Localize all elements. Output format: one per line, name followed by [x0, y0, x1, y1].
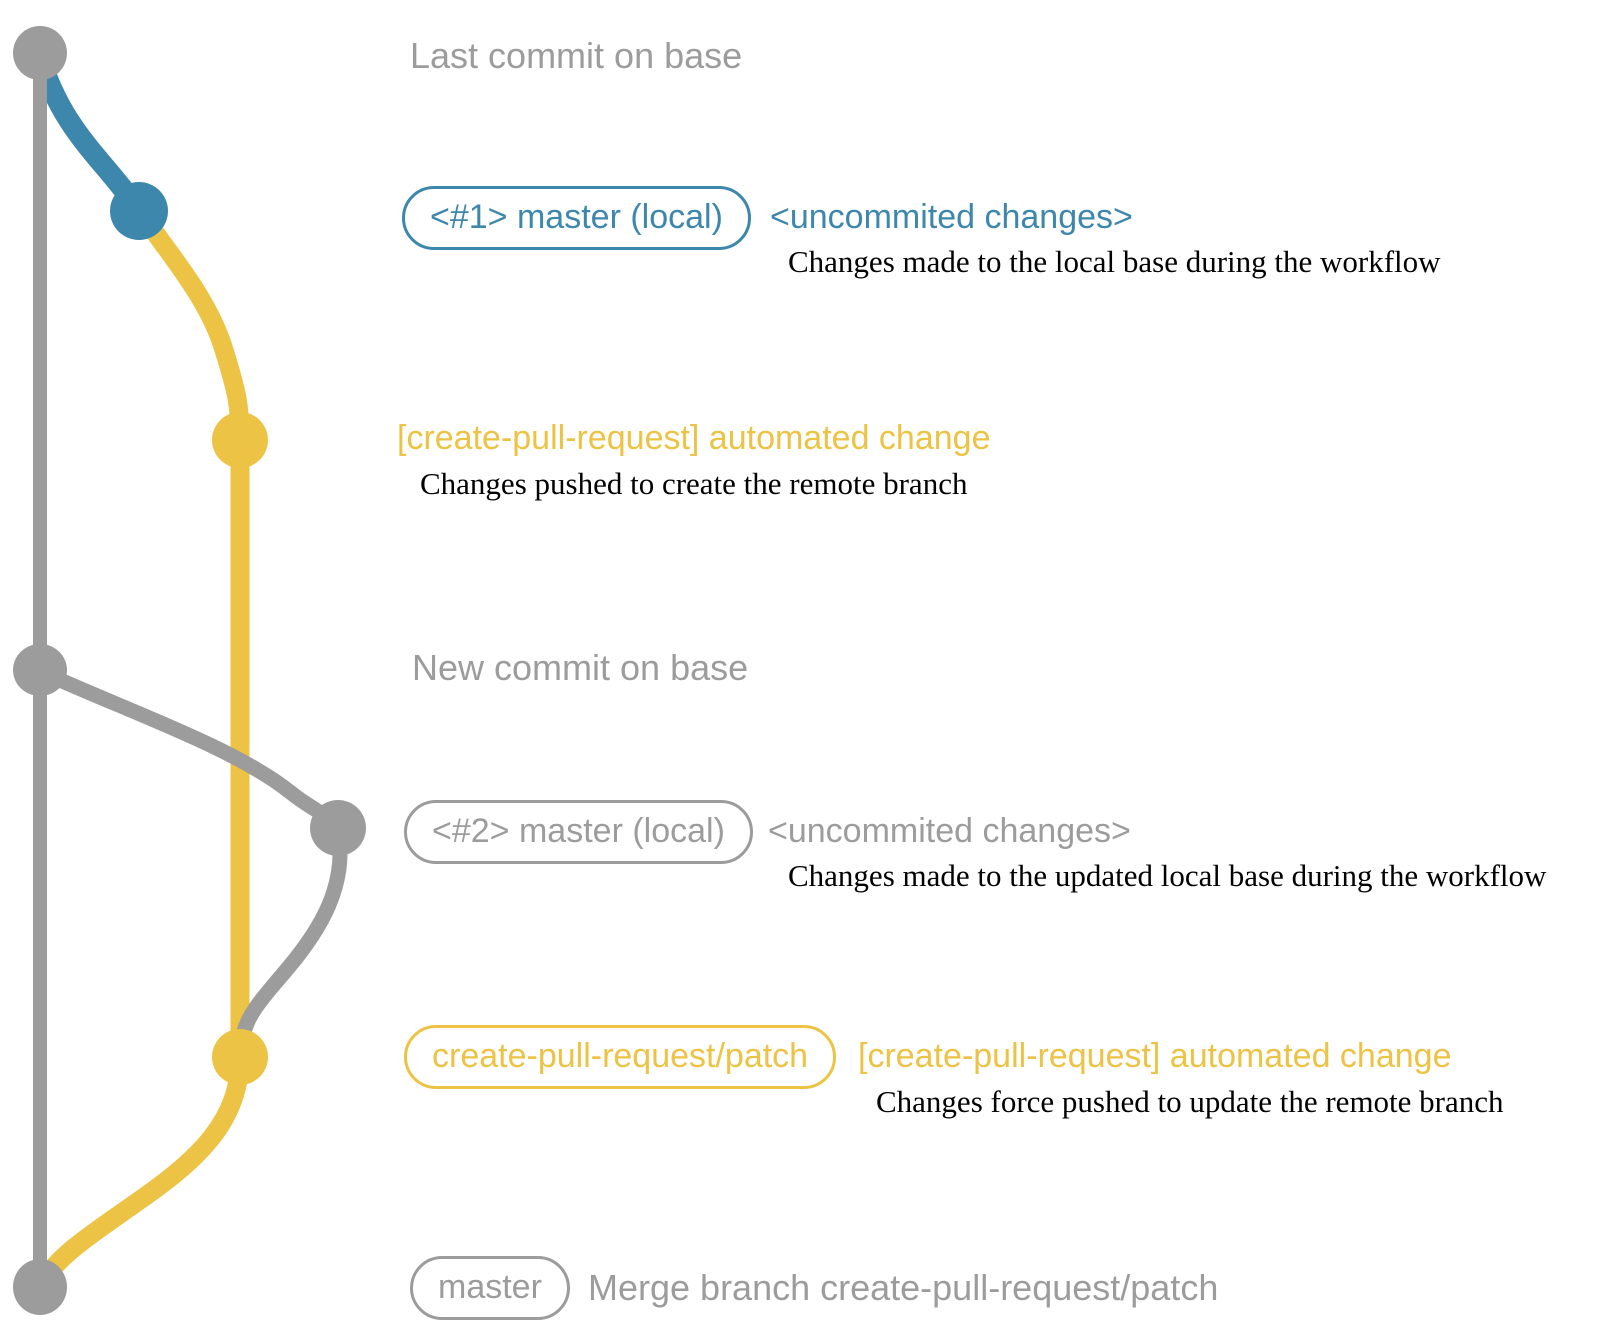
branch-local2-merge-path	[232, 822, 348, 1063]
commit-dot-patch1	[212, 412, 268, 468]
commit1-branch-badge: <#1> master (local)	[402, 186, 751, 250]
commit1-description: Changes made to the local base during th…	[788, 244, 1441, 279]
new-commit-label: New commit on base	[412, 647, 749, 688]
commit-dot-base-last	[13, 26, 67, 80]
master-branch-badge: master	[410, 1256, 570, 1320]
commit1-message: <uncommited changes>	[770, 198, 1133, 236]
commit2-branch-badge: <#2> master (local)	[404, 800, 753, 864]
branch-local1-path	[29, 46, 146, 216]
commit2-message: <uncommited changes>	[768, 812, 1131, 850]
merge-commit-label: Merge branch create-pull-request/patch	[588, 1267, 1219, 1308]
push2-description: Changes force pushed to update the remot…	[876, 1084, 1504, 1119]
commit-dot-local1	[110, 182, 168, 240]
commit-dot-patch2	[212, 1029, 268, 1085]
push1-description: Changes pushed to create the remote bran…	[420, 466, 968, 501]
commit-dot-merge	[13, 1259, 67, 1315]
commit2-description: Changes made to the updated local base d…	[788, 858, 1547, 893]
patch-branch-badge: create-pull-request/patch	[404, 1025, 837, 1089]
commit-dot-base-new	[13, 644, 67, 696]
commit-dot-local2	[310, 800, 366, 856]
push2-message: [create-pull-request] automated change	[858, 1037, 1452, 1075]
last-commit-label: Last commit on base	[410, 35, 743, 76]
git-graph	[13, 26, 366, 1315]
push1-message: [create-pull-request] automated change	[397, 419, 991, 457]
branch-local2-path	[34, 664, 346, 836]
